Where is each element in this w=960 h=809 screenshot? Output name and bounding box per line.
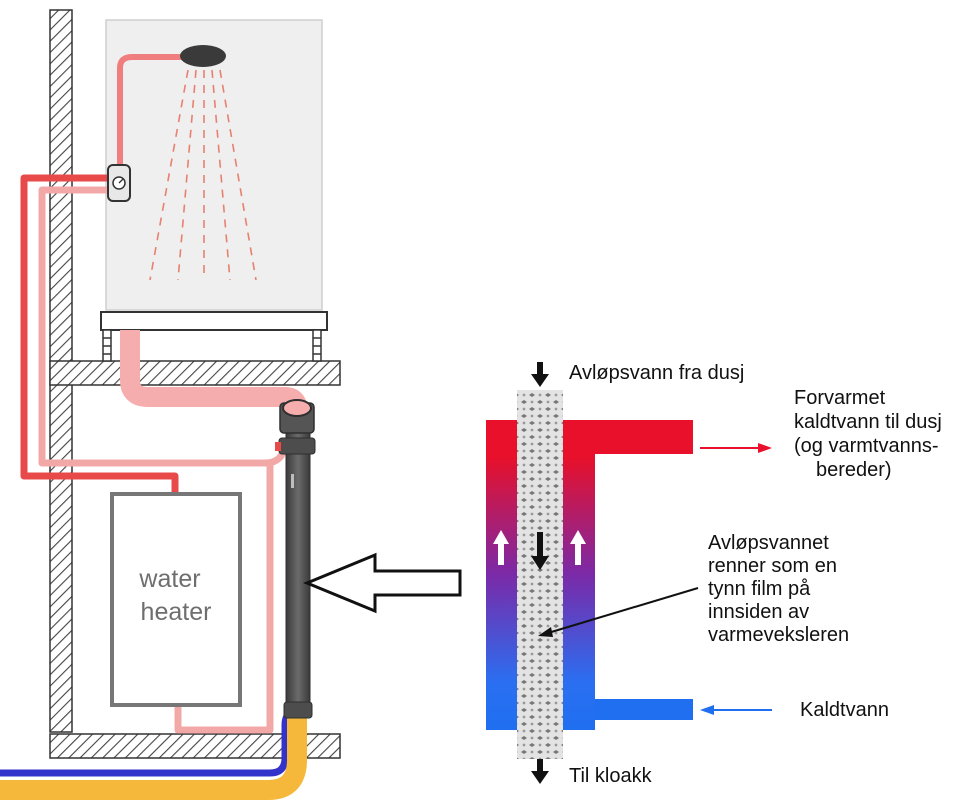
callout-arrow-icon (303, 552, 462, 614)
label-preheated-line2: kaldtvann til dusj (794, 411, 942, 433)
label-film-line3: tynn film på (708, 578, 811, 600)
hot-side-left (486, 420, 517, 730)
heater-label-line2: heater (141, 598, 212, 626)
exchanger-detail (486, 362, 772, 784)
hot-side-right (563, 420, 595, 730)
inlet-stub (595, 699, 693, 720)
label-sewer: Til kloakk (569, 765, 653, 787)
up-arrow-icon (493, 530, 586, 565)
water-spray (149, 69, 257, 281)
water-heater: water heater (110, 492, 242, 707)
inlet-arrow-icon (700, 705, 772, 715)
outlet-arrow-icon (700, 443, 772, 453)
hot-to-mixer (20, 174, 179, 494)
down-arrow-icon (531, 362, 549, 784)
sewer-pipe (0, 712, 307, 800)
floor-upper (49, 360, 341, 386)
shower-supply-pipe (117, 54, 188, 170)
label-film-line2: renner som en (708, 555, 837, 577)
label-film-line4: innsiden av (708, 601, 809, 623)
outlet-stub (595, 420, 693, 454)
heater-label-line1: water (138, 565, 200, 593)
shower-glass (105, 19, 323, 311)
preheated-to-heater (174, 463, 274, 734)
tray-feet (102, 329, 322, 362)
film-pointer-line (547, 587, 699, 634)
label-film: Avløpsvannet renner som en tynn film på … (708, 532, 849, 646)
label-film-line5: varmeveksleren (708, 624, 849, 646)
mixer-valve-icon (107, 164, 131, 202)
label-drain-in: Avløpsvann fra dusj (569, 362, 744, 384)
label-preheated: Forvarmet kaldtvann til dusj (og varmtva… (794, 387, 942, 481)
label-preheated-line3: (og varmtvanns- (794, 435, 939, 457)
preheated-pipes (38, 186, 274, 734)
label-cold: Kaldtvann (800, 699, 889, 721)
shower-tray (100, 311, 328, 331)
drain-heat-exchanger (275, 399, 316, 719)
label-preheated-line1: Forvarmet (794, 387, 886, 409)
shower-head-icon (180, 45, 226, 67)
shower-cabin (100, 19, 328, 362)
film-pointer-head (538, 627, 553, 637)
label-film-line1: Avløpsvannet (708, 532, 829, 554)
falling-film-channel (517, 390, 563, 759)
preheated-to-mixer (38, 186, 265, 467)
label-preheated-line4: bereder) (816, 459, 892, 481)
hot-pipes (20, 174, 179, 494)
